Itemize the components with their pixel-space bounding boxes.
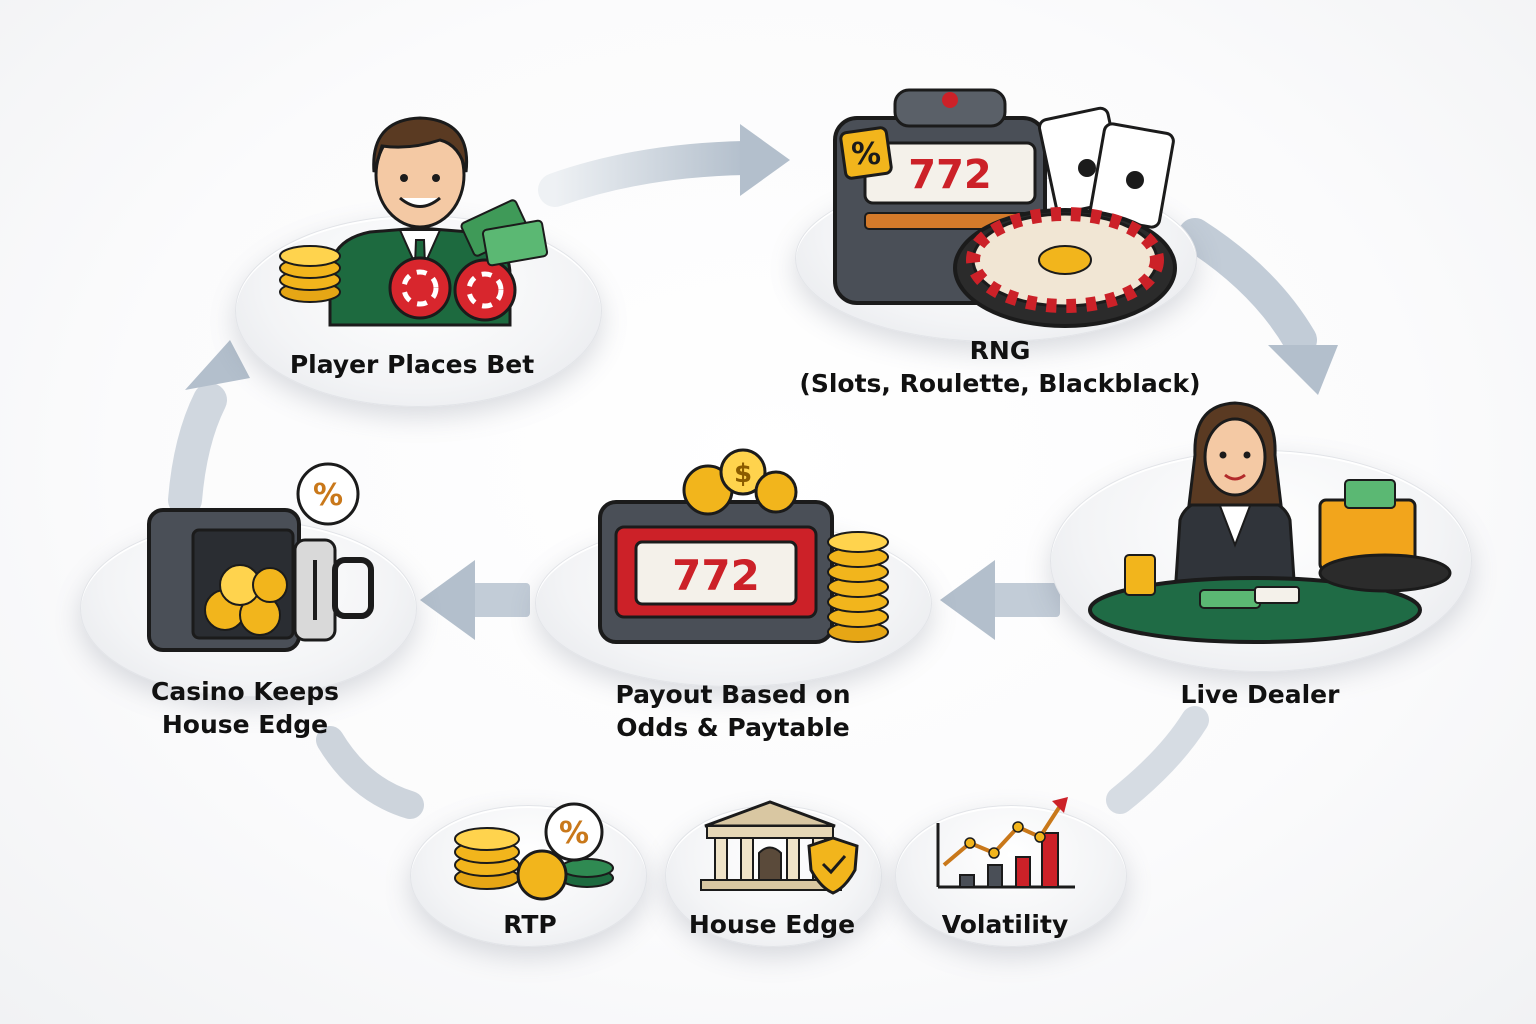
payout-label-line2: Odds & Paytable	[616, 713, 850, 742]
rng-label: RNG (Slots, Roulette, Blackblack)	[770, 334, 1230, 400]
payout-label-line1: Payout Based on	[615, 680, 851, 709]
arrow-player-to-rng	[538, 124, 790, 207]
percent-symbol: %	[851, 137, 881, 172]
metric-label-house-edge: House Edge	[688, 910, 856, 939]
payout-coin-pile-icon: $	[682, 448, 798, 516]
rng-illustration: 772 %	[833, 88, 1177, 328]
payout-illustration: 772 $	[598, 448, 889, 644]
cash-stack-icon	[460, 199, 549, 267]
safe-icon	[147, 508, 374, 652]
cash-holder-icon	[1124, 554, 1156, 596]
gold-coins-icon	[279, 245, 341, 303]
coins-percent-icon: %	[454, 802, 614, 901]
volatility-illustration	[936, 797, 1075, 889]
payout-coin-stack-icon	[827, 531, 889, 643]
payout-label: Payout Based on Odds & Paytable	[583, 678, 883, 744]
dealer-label: Live Dealer	[1180, 680, 1340, 709]
casino-illustration: %	[147, 462, 374, 652]
metric-label-volatility: Volatility	[941, 910, 1069, 939]
arrow-dealer-to-payout	[940, 560, 1060, 640]
casino-label-line1: Casino Keeps	[151, 677, 339, 706]
dealer-person-icon	[1173, 401, 1297, 597]
rtp-illustration: %	[454, 802, 614, 901]
card-table-icon	[1088, 576, 1422, 644]
rng-label-line2: (Slots, Roulette, Blackblack)	[799, 369, 1201, 398]
arrow-casino-to-metrics	[316, 726, 424, 819]
bank-shield-icon	[700, 800, 859, 895]
payout-reel-text: 772	[672, 551, 760, 600]
arrow-metrics-to-dealer	[1106, 706, 1209, 814]
playing-cards-icon	[1037, 106, 1175, 229]
player-label: Player Places Bet	[289, 350, 535, 379]
poker-chips-icon	[388, 256, 517, 322]
rng-reel-text: 772	[908, 152, 992, 198]
arrow-rng-to-dealer	[1178, 218, 1338, 395]
house-edge-illustration	[700, 800, 859, 895]
casino-label: Casino Keeps House Edge	[105, 675, 385, 741]
safe-percent-symbol: %	[313, 478, 343, 513]
dealer-illustration	[1088, 401, 1452, 644]
arrow-payout-to-casino	[420, 560, 530, 640]
bar-chart-icon	[936, 797, 1075, 889]
metric-label-rtp: RTP	[503, 910, 557, 939]
percent-bubble-icon: %	[296, 462, 360, 526]
player-illustration	[279, 116, 549, 327]
casino-label-line2: House Edge	[161, 710, 329, 739]
roulette-wheel-icon	[953, 207, 1177, 328]
rng-label-line1: RNG	[969, 336, 1031, 365]
arrow-casino-to-player	[168, 340, 250, 517]
metric-platform-volatility	[895, 805, 1127, 947]
card-shoe-icon	[1318, 479, 1452, 593]
dollar-symbol: $	[734, 459, 752, 489]
rtp-percent-symbol: %	[559, 816, 589, 851]
percent-badge-icon: %	[839, 126, 893, 180]
payout-slot-machine-icon: 772	[598, 500, 834, 644]
